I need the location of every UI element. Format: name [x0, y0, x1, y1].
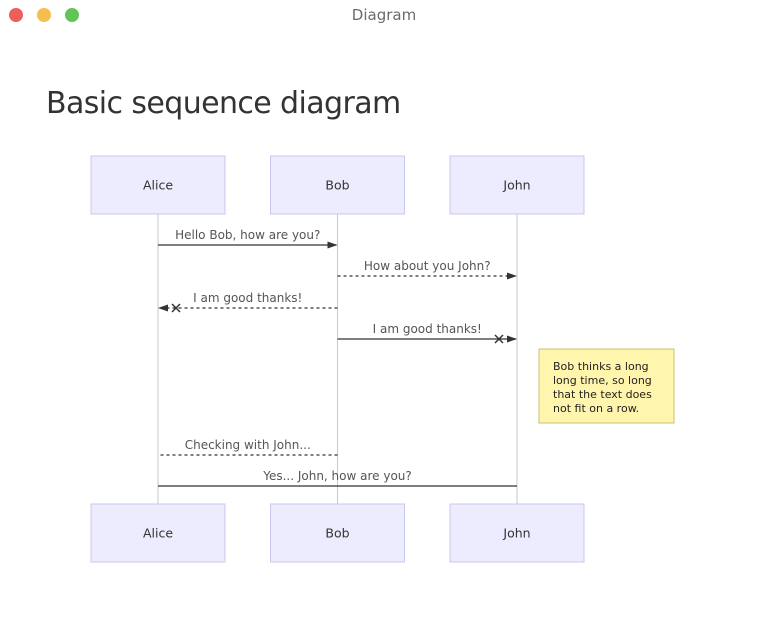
minimize-window-button[interactable]	[37, 8, 51, 22]
title-bar: Diagram	[0, 0, 768, 32]
message-label: I am good thanks!	[373, 322, 482, 336]
actor-alice-bottom: Alice	[90, 503, 226, 563]
actor-box	[90, 503, 226, 563]
actor-john-top: John	[449, 155, 585, 215]
actor-bob-bottom: Bob	[270, 503, 405, 563]
cross-marker	[171, 303, 181, 313]
actor-box	[270, 155, 405, 215]
actor-label: John	[502, 526, 530, 541]
close-window-button[interactable]	[9, 8, 23, 22]
arrowhead	[158, 304, 168, 312]
arrowhead	[507, 272, 517, 280]
message-6: Yes... John, how are you?	[158, 469, 517, 487]
note-line: Bob thinks a long	[553, 360, 649, 373]
actor-john-bottom: John	[449, 503, 585, 563]
message-label: I am good thanks!	[193, 291, 302, 305]
note-line: not fit on a row.	[553, 402, 639, 415]
maximize-window-button[interactable]	[65, 8, 79, 22]
note-line: long time, so long	[553, 374, 652, 387]
cross-marker	[494, 334, 504, 344]
page-title: Basic sequence diagram	[46, 86, 401, 121]
arrowhead	[327, 241, 338, 249]
actor-box	[449, 503, 585, 563]
message-label: Hello Bob, how are you?	[175, 228, 320, 242]
actor-box	[90, 155, 226, 215]
note-box	[538, 348, 675, 424]
message-2: How about you John?	[337, 259, 517, 280]
actor-label: John	[502, 178, 530, 193]
message-3: I am good thanks!	[158, 291, 338, 313]
actor-label: Alice	[143, 178, 173, 193]
actor-box	[449, 155, 585, 215]
message-label: Yes... John, how are you?	[262, 469, 412, 483]
arrowhead	[507, 335, 517, 343]
actor-label: Alice	[143, 526, 173, 541]
message-label: Checking with John...	[185, 438, 311, 452]
message-label: How about you John?	[364, 259, 491, 273]
window-title: Diagram	[351, 6, 417, 24]
actor-box	[270, 503, 405, 563]
actor-alice-top: Alice	[90, 155, 226, 215]
note-line: that the text does	[553, 388, 652, 401]
actor-label: Bob	[325, 178, 349, 193]
actor-bob-top: Bob	[270, 155, 405, 215]
message-1: Hello Bob, how are you?	[158, 228, 338, 249]
message-4: I am good thanks!	[337, 322, 517, 344]
actor-label: Bob	[325, 526, 349, 541]
message-5: Checking with John...	[158, 438, 338, 456]
